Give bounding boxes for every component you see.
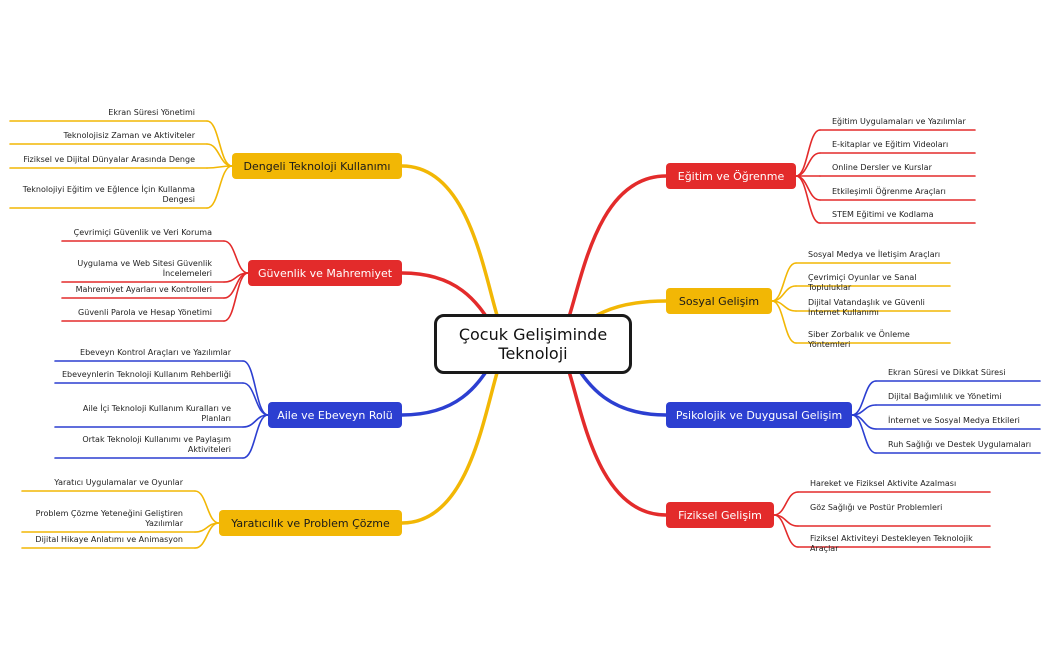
leaf-connector [795, 152, 821, 177]
leaf-connector [223, 240, 249, 274]
leaf-ortak-teknoloji-kullanimi-ve-paylasim-aktiviteleri[interactable]: Ortak Teknoloji Kullanımı ve Paylaşım Ak… [82, 435, 231, 454]
branch-label: Sosyal Gelişim [678, 294, 760, 308]
leaf-connector [223, 272, 249, 322]
branch-aile-ve-ebeveyn-rolu[interactable]: Aile ve Ebeveyn Rolü [268, 402, 402, 428]
leaf-connector [771, 300, 797, 344]
branch-yaraticilik-ve-problem-cozme[interactable]: Yaratıcılık ve Problem Çözme [219, 510, 402, 536]
leaf-connector [242, 382, 269, 416]
leaf-sosyal-medya-ve-iletisim-araclari[interactable]: Sosyal Medya ve İletişim Araçları [808, 250, 941, 259]
leaf-guvenli-parola-ve-hesap-yonetimi[interactable]: Güvenli Parola ve Hesap Yönetimi [78, 308, 212, 317]
central-topic[interactable]: Çocuk Gelişiminde Teknoloji [434, 314, 632, 374]
branch-dengeli-teknoloji-kullanimi[interactable]: Dengeli Teknoloji Kullanımı [232, 153, 402, 179]
leaf-dijital-bagimlilik-ve-yonetimi[interactable]: Dijital Bağımlılık ve Yönetimi [888, 392, 1002, 401]
leaf-ruh-sagligi-ve-destek-uygulamalari[interactable]: Ruh Sağlığı ve Destek Uygulamaları [888, 440, 1032, 449]
branch-label: Aile ve Ebeveyn Rolü [277, 408, 393, 422]
leaf-uygulama-ve-web-sitesi-guvenlik-incelemeleri[interactable]: Uygulama ve Web Sitesi Güvenlik İnceleme… [77, 259, 212, 278]
branch-psikolojik-ve-duygusal-gelisim[interactable]: Psikolojik ve Duygusal Gelişim [666, 402, 852, 428]
branch-label: Psikolojik ve Duygusal Gelişim [675, 408, 843, 422]
leaf-connector [194, 490, 220, 524]
leaf-connector [771, 262, 797, 302]
central-topic-line-1: Çocuk Gelişiminde [458, 325, 608, 344]
leaf-yaratici-uygulamalar-ve-oyunlar[interactable]: Yaratıcı Uygulamalar ve Oyunlar [54, 478, 183, 487]
leaf-teknolojiyi-egitim-ve-eglence-icin-kullanma-dengesi[interactable]: Teknolojiyi Eğitim ve Eğlence İçin Kulla… [22, 185, 195, 204]
leaf-connector [206, 143, 233, 167]
leaf-ebeveyn-kontrol-araclari-ve-yazilimlar[interactable]: Ebeveyn Kontrol Araçları ve Yazılımlar [80, 348, 231, 357]
leaf-teknolojisiz-zaman-ve-aktiviteler[interactable]: Teknolojisiz Zaman ve Aktiviteler [63, 131, 195, 140]
leaf-ekran-suresi-ve-dikkat-suresi[interactable]: Ekran Süresi ve Dikkat Süresi [888, 368, 1006, 377]
branch-label: Eğitim ve Öğrenme [677, 169, 785, 183]
leaf-connector [795, 175, 821, 224]
branch-label: Yaratıcılık ve Problem Çözme [231, 516, 390, 530]
leaf-online-dersler-ve-kurslar[interactable]: Online Dersler ve Kurslar [832, 163, 932, 172]
leaf-aile-ici-teknoloji-kullanim-kurallari-ve-planlari[interactable]: Aile İçi Teknoloji Kullanım Kuralları ve… [82, 404, 231, 423]
branch-label: Dengeli Teknoloji Kullanımı [243, 159, 391, 173]
leaf-hareket-ve-fiziksel-aktivite-azalmasi[interactable]: Hareket ve Fiziksel Aktivite Azalması [810, 479, 957, 488]
leaf-connector [242, 360, 269, 416]
leaf-goz-sagligi-ve-postur-problemleri[interactable]: Göz Sağlığı ve Postür Problemleri [810, 503, 943, 512]
leaf-dijital-vatandaslik-ve-guvenli-internet-kullanimi[interactable]: Dijital Vatandaşlık ve Güvenli İnternet … [808, 298, 925, 317]
leaf-siber-zorbalik-ve-onleme-yontemleri[interactable]: Siber Zorbalık ve Önleme Yöntemleri [808, 330, 910, 349]
leaf-connector [773, 491, 799, 516]
leaf-stem-egitimi-ve-kodlama[interactable]: STEM Eğitimi ve Kodlama [832, 210, 934, 219]
leaf-cevrimici-oyunlar-ve-sanal-topluluklar[interactable]: Çevrimiçi Oyunlar ve Sanal Topluluklar [808, 273, 917, 292]
leaf-etkilesimli-ogrenme-araclari[interactable]: Etkileşimli Öğrenme Araçları [832, 187, 946, 196]
leaf-cevrimici-guvenlik-ve-veri-koruma[interactable]: Çevrimiçi Güvenlik ve Veri Koruma [73, 228, 212, 237]
branch-fiziksel-gelisim[interactable]: Fiziksel Gelişim [666, 502, 774, 528]
leaf-connector [194, 522, 220, 549]
branch-guvenlik-ve-mahremiyet[interactable]: Güvenlik ve Mahremiyet [248, 260, 402, 286]
leaf-connector [206, 165, 233, 209]
branch-egitim-ve-ogrenme[interactable]: Eğitim ve Öğrenme [666, 163, 796, 189]
leaf-ekran-suresi-yonetimi[interactable]: Ekran Süresi Yönetimi [108, 108, 195, 117]
leaf-egitim-uygulamalari-ve-yazilimlar[interactable]: Eğitim Uygulamaları ve Yazılımlar [832, 117, 966, 126]
leaf-problem-cozme-yetenegini-gelistiren-yazilimlar[interactable]: Problem Çözme Yeteneğini Geliştiren Yazı… [35, 509, 183, 528]
leaf-fiziksel-ve-dijital-dunyalar-arasinda-denge[interactable]: Fiziksel ve Dijital Dünyalar Arasında De… [23, 155, 195, 164]
leaf-mahremiyet-ayarlari-ve-kontrolleri[interactable]: Mahremiyet Ayarları ve Kontrolleri [75, 285, 212, 294]
leaf-fiziksel-aktiviteyi-destekleyen-teknolojik-araclar[interactable]: Fiziksel Aktiviteyi Destekleyen Teknoloj… [810, 534, 973, 553]
leaf-ebeveynlerin-teknoloji-kullanim-rehberligi[interactable]: Ebeveynlerin Teknoloji Kullanım Rehberli… [61, 370, 231, 379]
central-topic-line-2: Teknoloji [498, 344, 568, 363]
leaf-internet-ve-sosyal-medya-etkileri[interactable]: İnternet ve Sosyal Medya Etkileri [888, 416, 1020, 425]
branch-label: Güvenlik ve Mahremiyet [257, 266, 393, 280]
leaf-connector [242, 414, 269, 459]
branch-label: Fiziksel Gelişim [678, 508, 762, 522]
leaf-connector [773, 514, 799, 548]
leaf-dijital-hikaye-anlatimi-ve-animasyon[interactable]: Dijital Hikaye Anlatımı ve Animasyon [35, 535, 183, 544]
leaf-e-kitaplar-ve-egitim-videolari[interactable]: E-kitaplar ve Eğitim Videoları [832, 140, 949, 149]
leaf-connector [206, 120, 233, 167]
leaf-connector [851, 414, 877, 454]
branch-sosyal-gelisim[interactable]: Sosyal Gelişim [666, 288, 772, 314]
